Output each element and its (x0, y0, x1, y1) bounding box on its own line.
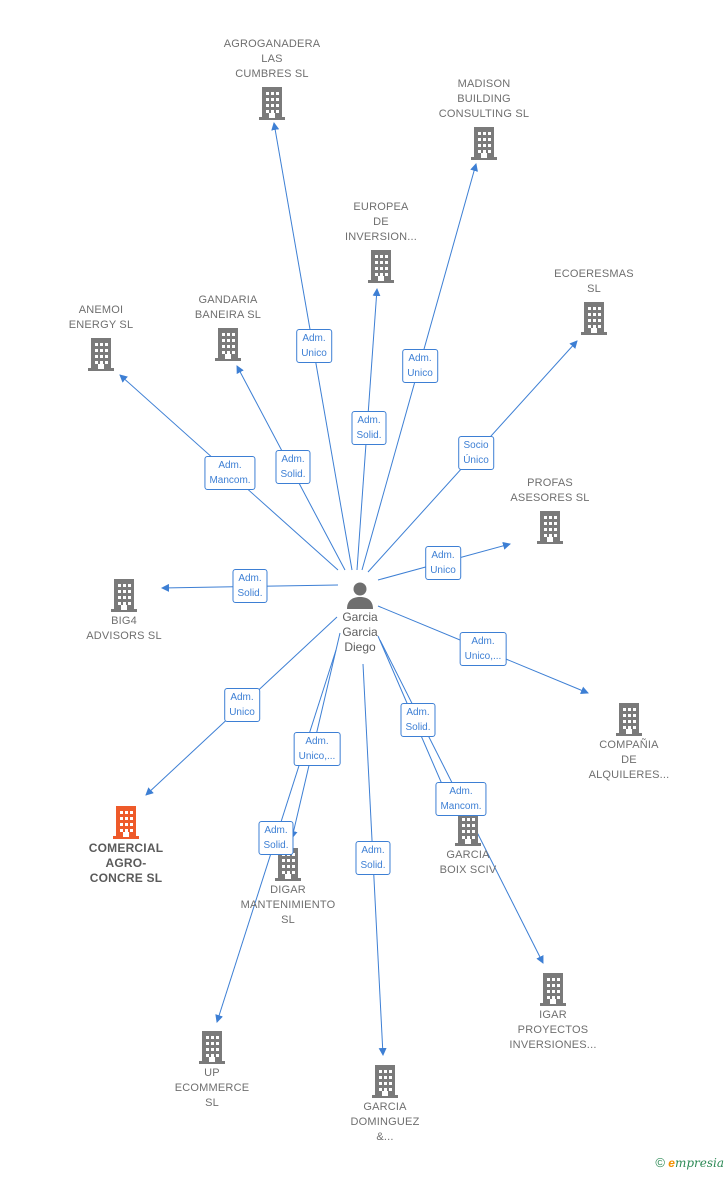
person-node[interactable]: Garcia Garcia Diego (320, 580, 400, 655)
company-node-digar[interactable]: DIGAR MANTENIMIENTO SL (228, 847, 348, 928)
building-icon (455, 813, 481, 846)
relation-label-compania[interactable]: Adm. Unico,... (459, 632, 507, 666)
relation-label-agroganadera[interactable]: Adm. Unico (296, 329, 332, 363)
company-node-garciaboix[interactable]: GARCIA BOIX SCIV (408, 812, 528, 878)
company-label: EUROPEA DE INVERSION... (344, 201, 418, 243)
brand-logo-text[interactable]: mpresia (674, 1156, 724, 1170)
person-icon (347, 582, 373, 609)
copyright-icon: © (655, 1155, 665, 1170)
relation-label-ecoeresmas[interactable]: Socio Único (458, 436, 494, 470)
company-node-profas[interactable]: PROFAS ASESORES SL (490, 476, 610, 544)
company-node-up[interactable]: UP ECOMMERCE SL (152, 1030, 272, 1111)
relation-label-igar[interactable]: Adm. Mancom. (435, 782, 487, 816)
company-label: ANEMOI ENERGY SL (68, 304, 134, 331)
company-label: UP ECOMMERCE SL (174, 1067, 250, 1109)
company-node-madison[interactable]: MADISON BUILDING CONSULTING SL (424, 77, 544, 160)
building-icon (581, 302, 607, 335)
company-node-gandaria[interactable]: GANDARIA BANEIRA SL (168, 293, 288, 361)
company-node-comercial[interactable]: COMERCIAL AGRO- CONCRE SL (66, 805, 186, 886)
company-label: AGROGANADERA LAS CUMBRES SL (223, 38, 321, 80)
company-label: BIG4 ADVISORS SL (86, 615, 162, 642)
company-label: MADISON BUILDING CONSULTING SL (438, 78, 530, 120)
company-node-compania[interactable]: COMPAÑIA DE ALQUILERES... (569, 702, 689, 783)
relation-label-anemoi[interactable]: Adm. Mancom. (204, 456, 256, 490)
relation-label-europea[interactable]: Adm. Solid. (351, 411, 387, 445)
building-icon (88, 338, 114, 371)
company-node-anemoi[interactable]: ANEMOI ENERGY SL (41, 303, 161, 371)
building-icon (111, 579, 137, 612)
building-icon (199, 1031, 225, 1064)
person-name: Garcia Garcia Diego (342, 610, 378, 654)
relation-label-garciaboix[interactable]: Adm. Solid. (400, 703, 436, 737)
building-icon (616, 703, 642, 736)
building-icon (372, 1065, 398, 1098)
relation-label-gandaria[interactable]: Adm. Solid. (275, 450, 311, 484)
building-icon (215, 328, 241, 361)
footer: © empresia (655, 1155, 724, 1170)
relation-label-big4[interactable]: Adm. Solid. (232, 569, 268, 603)
building-icon (537, 511, 563, 544)
building-icon (540, 973, 566, 1006)
relation-label-comercial[interactable]: Adm. Unico (224, 688, 260, 722)
building-icon (259, 87, 285, 120)
relation-label-digar[interactable]: Adm. Unico,... (293, 732, 341, 766)
company-label: GANDARIA BANEIRA SL (194, 294, 262, 321)
company-label: GARCIA DOMINGUEZ &... (350, 1101, 420, 1143)
company-node-agroganadera[interactable]: AGROGANADERA LAS CUMBRES SL (212, 37, 332, 120)
company-label: PROFAS ASESORES SL (510, 477, 590, 504)
company-node-garciadominguez[interactable]: GARCIA DOMINGUEZ &... (325, 1064, 445, 1145)
company-label: COMPAÑIA DE ALQUILERES... (588, 739, 670, 781)
company-label: IGAR PROYECTOS INVERSIONES... (509, 1009, 597, 1051)
company-node-big4[interactable]: BIG4 ADVISORS SL (64, 578, 184, 644)
company-node-europea[interactable]: EUROPEA DE INVERSION... (321, 200, 441, 283)
relation-label-madison[interactable]: Adm. Unico (402, 349, 438, 383)
company-label: ECOERESMAS SL (554, 268, 634, 295)
building-icon (471, 127, 497, 160)
building-icon (113, 806, 139, 839)
company-node-igar[interactable]: IGAR PROYECTOS INVERSIONES... (493, 972, 613, 1053)
relation-label-garciadominguez[interactable]: Adm. Solid. (355, 841, 391, 875)
company-node-ecoeresmas[interactable]: ECOERESMAS SL (534, 267, 654, 335)
company-label: COMERCIAL AGRO- CONCRE SL (88, 841, 164, 885)
company-label: GARCIA BOIX SCIV (439, 849, 497, 876)
building-icon (368, 250, 394, 283)
relation-label-profas[interactable]: Adm. Unico (425, 546, 461, 580)
brand-logo-initial: e (668, 1156, 675, 1170)
company-label: DIGAR MANTENIMIENTO SL (240, 884, 336, 926)
relation-label-up[interactable]: Adm. Solid. (258, 821, 294, 855)
